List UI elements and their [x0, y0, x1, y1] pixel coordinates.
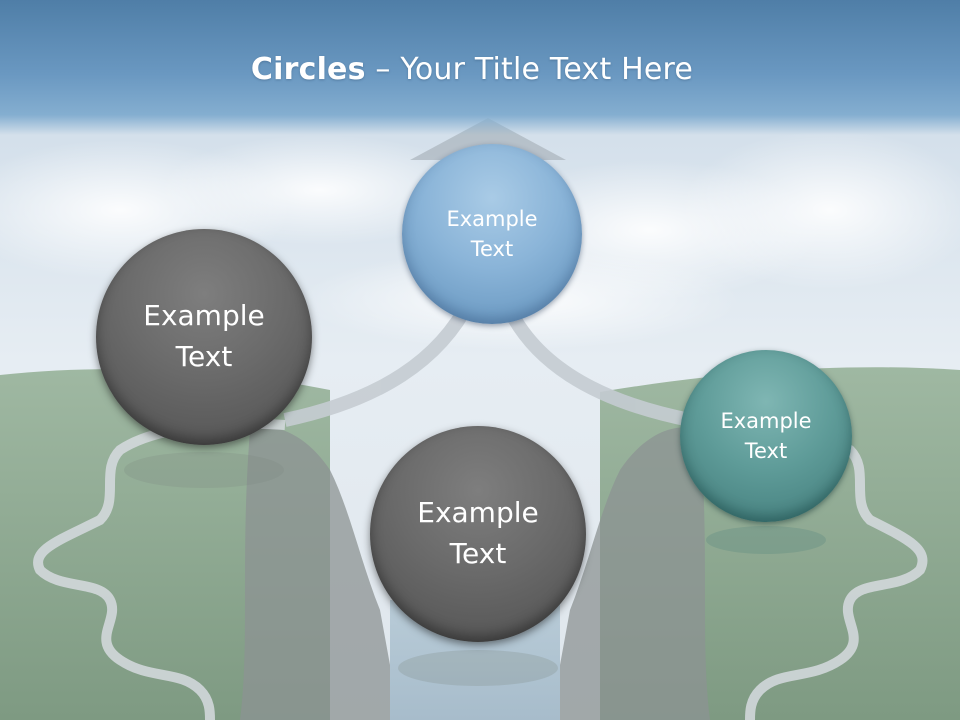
circle-top-label: Example Text — [446, 206, 538, 261]
cliff-rock-icon — [550, 427, 710, 720]
circle-left[interactable]: Example Text — [96, 229, 312, 445]
circle-right-label: Example Text — [720, 408, 812, 463]
road-arrow-head — [410, 118, 566, 160]
title-band — [0, 0, 960, 135]
circle-top[interactable]: Example Text — [402, 144, 582, 324]
cloud — [680, 130, 960, 290]
head-profile-left-icon — [33, 418, 286, 720]
circle-right[interactable]: Example Text — [680, 350, 852, 522]
circle-bottom-label: Example Text — [417, 496, 539, 570]
circle-reflection — [706, 526, 826, 554]
title-bold: Circles — [250, 52, 366, 87]
circle-reflection — [124, 452, 284, 488]
circle-reflection — [398, 650, 558, 686]
title-rest: – Your Title Text Here — [365, 52, 694, 87]
circle-bottom[interactable]: Example Text — [370, 426, 586, 642]
cloud — [160, 135, 480, 245]
slide-title: Circles – Your Title Text Here — [0, 52, 944, 87]
circle-left-label: Example Text — [143, 299, 265, 373]
cliff-rock-icon — [240, 427, 400, 720]
